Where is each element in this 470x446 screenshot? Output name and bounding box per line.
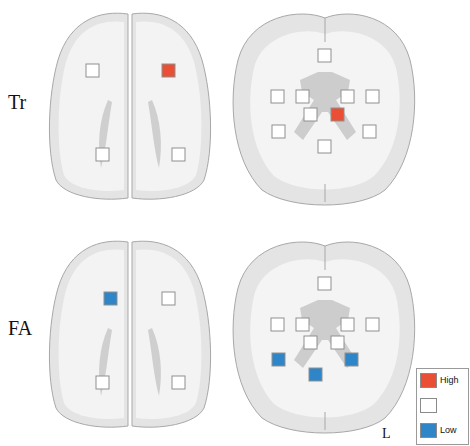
legend-swatch (420, 423, 437, 438)
orientation-mark: L (382, 426, 391, 441)
row-label: FA (8, 317, 32, 339)
legend-swatch (420, 373, 437, 388)
row-label: Tr (8, 91, 26, 113)
legend-label: High (440, 376, 459, 385)
legend-label: Low (440, 426, 457, 435)
